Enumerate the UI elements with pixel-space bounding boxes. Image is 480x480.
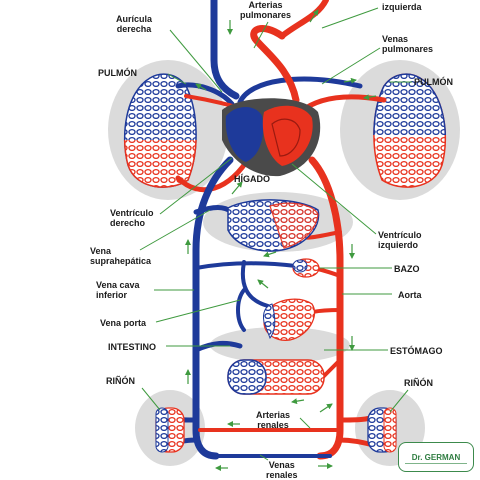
- leader-arterias-pulmonares: [253, 21, 269, 49]
- leader-ventriculo-izquierdo: [291, 163, 377, 235]
- label-higado: HÍGADO: [234, 174, 270, 184]
- leader-auricula: [169, 29, 223, 93]
- leader-lines: [139, 7, 412, 461]
- liver: [227, 199, 320, 252]
- label-aorta: Aorta: [398, 290, 422, 300]
- label-pulmon-right: PULMÓN: [414, 77, 453, 87]
- stomach: [263, 298, 316, 341]
- leader-rinon-right: [389, 389, 409, 413]
- right-lung: [373, 73, 447, 188]
- label-vena-porta: Vena porta: [100, 318, 147, 328]
- label-rinon-right: RIÑÓN: [404, 378, 433, 388]
- leader-suprahepatica: [139, 209, 211, 251]
- leader-arterias-renales: [299, 417, 311, 429]
- left-kidney: [155, 407, 185, 453]
- vessels: [159, 0, 387, 460]
- label-intestino: INTESTINO: [108, 342, 157, 352]
- leader-venas-renales: [259, 454, 269, 461]
- heart: [222, 98, 321, 177]
- leader-pulmon-left: [167, 73, 187, 85]
- spleen: [292, 258, 320, 278]
- leader-vena-porta: [155, 299, 241, 323]
- right-kidney: [367, 407, 397, 453]
- intestine-shadow: [210, 327, 350, 363]
- label-pulmon-left: PULMÓN: [98, 68, 137, 78]
- leader-ventriculo-derecho: [159, 157, 233, 215]
- flow-arrows: [185, 9, 377, 471]
- label-izquierda: izquierda: [382, 2, 422, 12]
- label-estomago: ESTÓMAGO: [390, 346, 443, 356]
- leader-izquierda: [321, 7, 379, 29]
- leader-rinon-left: [141, 387, 161, 411]
- author-badge-text: Dr. GERMAN AMORIM: [411, 453, 461, 462]
- label-bazo: BAZO: [394, 264, 420, 274]
- intestine: [227, 359, 325, 395]
- badge-ribbon: [405, 463, 467, 468]
- author-badge: Dr. GERMAN AMORIM: [398, 442, 474, 472]
- leader-venas-pulmonares: [321, 47, 381, 85]
- label-rinon-left: RIÑÓN: [106, 376, 135, 386]
